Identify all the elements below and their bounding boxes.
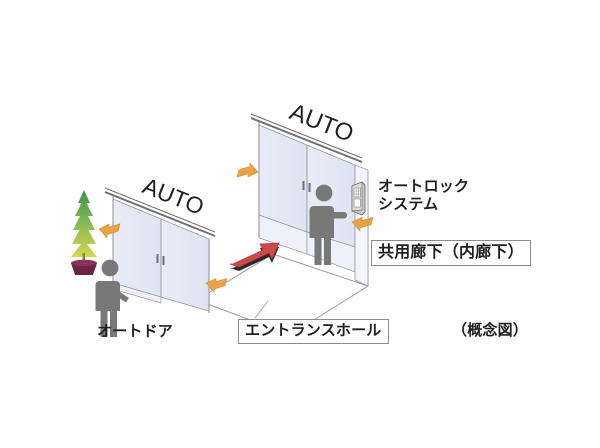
- label-shared-corridor: 共用廊下（内廊下）: [371, 240, 531, 266]
- flow-arrow-outside: [98, 223, 121, 239]
- autolock-label-line1: オートロック: [378, 177, 470, 195]
- label-auto-door: オートドア: [97, 322, 174, 340]
- flow-arrow-corridor: [351, 216, 374, 232]
- tree-foliage: [71, 190, 97, 257]
- label-autolock-system: オートロック システム: [378, 177, 470, 213]
- autolock-intercom-panel: [351, 181, 366, 216]
- front-door-glass-left: [112, 198, 162, 298]
- label-entrance-hall: エントランスホール: [238, 319, 389, 344]
- front-door-glass-right: [160, 218, 210, 312]
- flow-arrow-hall-entry: [205, 278, 228, 294]
- front-door-auto-sign: AUTO: [139, 172, 208, 219]
- inner-door-glass-left: [258, 124, 308, 233]
- person-at-front-door: [95, 259, 129, 337]
- walking-direction-arrow: [229, 242, 280, 271]
- entrance-label-leader: [254, 300, 269, 319]
- flow-arrow-inner-door: [236, 162, 259, 178]
- auto-sign-text: AUTO: [139, 172, 208, 219]
- plant-pot: [71, 263, 97, 275]
- decorative-plant: [71, 190, 97, 275]
- person-at-autolock: [309, 184, 347, 265]
- tree-trunk: [82, 253, 85, 263]
- autolock-label-line2: システム: [378, 194, 439, 213]
- label-conceptual-diagram: （概念図）: [452, 321, 529, 339]
